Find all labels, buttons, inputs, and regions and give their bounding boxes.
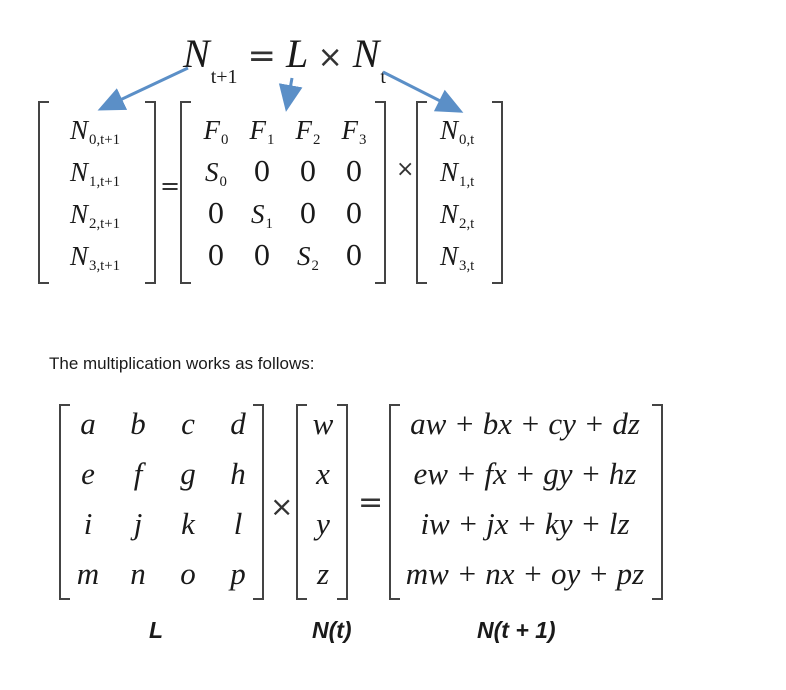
l-2-2: k [181,506,195,541]
n-next-3: N3,t+1 [70,241,121,275]
leslie-3-2: S2 [297,241,319,275]
leslie-1-3: 0 [345,157,363,188]
n-next-1: N1,t+1 [70,157,121,191]
v-3: z [316,556,330,591]
eq-times: × [317,40,343,75]
n-now-1: N1,t [440,157,475,191]
leslie-2-1: S1 [251,199,273,233]
result-2: iw + jx + ky + lz [420,506,630,541]
arrows-overlay [97,66,464,113]
l-3-0: m [76,556,100,591]
l-2-3: l [233,506,243,541]
leslie-2-0: 0 [207,199,225,230]
n-now-bracket-right [492,101,503,284]
result-bracket-right [652,404,663,600]
leslie-2-2: 0 [299,199,317,230]
l-0-2: c [181,406,195,441]
leslie-3-0: 0 [207,241,225,272]
leslie-3-1: 0 [253,241,271,272]
result-0: aw + bx + cy + dz [410,406,640,441]
v-1: x [316,456,330,491]
v-bracket-right [337,404,348,600]
leslie-2-3: 0 [345,199,363,230]
label-nt1: N(t + 1) [477,617,556,643]
l-1-3: h [230,456,246,491]
n-next-0: N0,t+1 [70,115,121,149]
label-nt: N(t) [312,617,352,643]
eq-rhs-l: L [286,31,308,76]
v-2: y [316,506,330,541]
bottom-equals: = [358,485,384,520]
l-1-1: f [133,456,143,491]
l-3-1: n [130,556,146,591]
bottom-times: × [270,490,294,523]
arrow-leslie [278,77,303,112]
l-0-0: a [80,406,96,441]
leslie-1-0: S0 [205,157,227,191]
eq-rhs-n: N [352,31,380,76]
l-2-0: i [83,506,93,541]
top-matrix-equation: N0,t+1 N1,t+1 N2,t+1 N3,t+1 = F0 F1 F2 F… [0,0,786,300]
leslie-3-3: 0 [345,241,363,272]
l-0-1: b [130,406,146,441]
l-2-1: j [133,506,143,541]
top-equals: = [160,172,181,200]
leslie-bracket-left [180,101,191,284]
n-now-0: N0,t [440,115,475,149]
result-1: ew + fx + gy + hz [413,456,637,491]
l-3-3: p [230,556,246,591]
leslie-0-0: F0 [203,115,229,149]
leslie-0-3: F3 [341,115,367,149]
leslie-1-2: 0 [299,157,317,188]
l-1-2: g [180,456,196,491]
arrow-lhs [97,66,189,111]
l-1-0: e [81,456,95,491]
leslie-0-2: F2 [295,115,321,149]
top-equation: Nt+1 = L × Nt [183,30,413,88]
leslie-0-1: F1 [249,115,275,149]
eq-rhs-sub: t [380,66,386,88]
n-next-bracket-left [38,101,49,284]
top-times: × [396,157,415,182]
l-bracket-right [253,404,264,600]
leslie-1-1: 0 [253,157,271,188]
result-bracket-left [389,404,400,600]
result-3: mw + nx + oy + pz [405,556,645,591]
eq-lhs-sub: t+1 [210,66,238,88]
n-next-bracket-right [145,101,156,284]
l-bracket-left [59,404,70,600]
v-bracket-left [296,404,307,600]
n-now-3: N3,t [440,241,475,275]
v-0: w [312,406,334,441]
eq-equals: = [247,36,277,76]
leslie-bracket-right [375,101,386,284]
n-next-2: N2,t+1 [70,199,121,233]
l-0-3: d [230,406,246,441]
n-now-2: N2,t [440,199,475,233]
n-now-bracket-left [416,101,427,284]
arrow-nt [382,70,464,113]
l-3-2: o [180,556,196,591]
label-l: L [149,617,164,643]
caption: The multiplication works as follows: [49,354,315,373]
